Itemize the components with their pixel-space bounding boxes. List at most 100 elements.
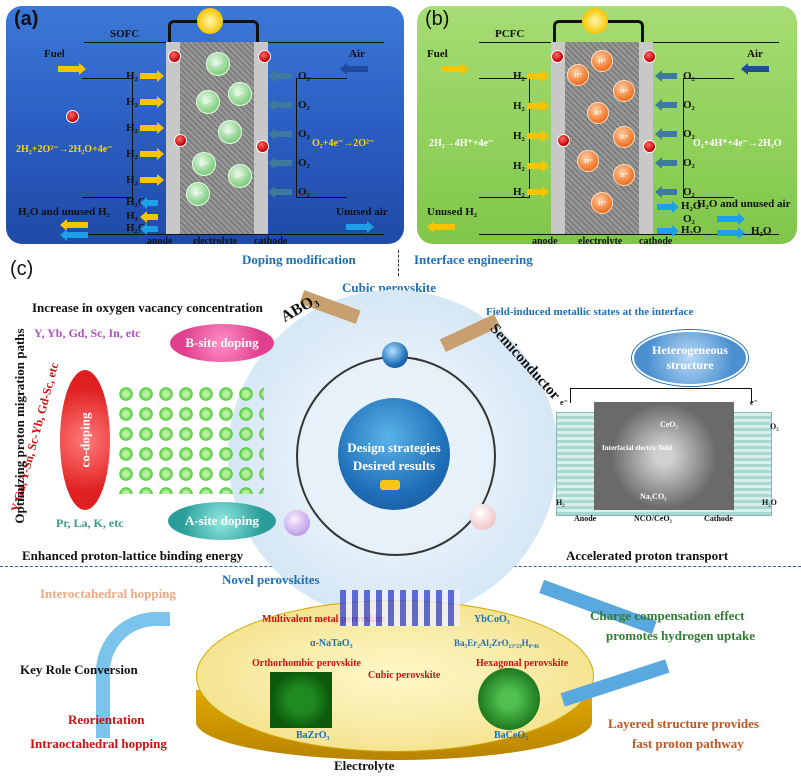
pcfc-proton: H⁺	[567, 64, 589, 86]
inset-anode-label: Anode	[574, 514, 597, 523]
pcfc-o2-label: O₂	[683, 70, 695, 82]
sofc-cathode-bracket	[296, 78, 347, 198]
sofc-o2-arrow	[268, 70, 292, 82]
panel-a-label: (a)	[14, 8, 39, 30]
panel-a-sofc: (a) SOFC Fuel Air H₂ H₂ H₂ H₂ H₂ H₂O H₂ …	[6, 6, 404, 244]
pcfc-o2-label: O₂	[683, 128, 695, 140]
sofc-h2-label: H₂	[126, 210, 138, 222]
b-site-elements: Y, Yb, Gd, Sc, In, etc	[34, 326, 141, 340]
pcfc-o2-label: O₂	[683, 213, 695, 225]
hexagonal-text: Hexagonal perovskite	[476, 658, 569, 669]
pcfc-proton: H⁺	[587, 102, 609, 124]
sofc-electron	[258, 50, 271, 63]
pcfc-electron	[643, 140, 656, 153]
sofc-oxygen-ion: O²⁻	[196, 90, 220, 114]
hexagonal-structure-image	[478, 668, 540, 730]
pcfc-h2-label: H₂	[513, 130, 525, 142]
sofc-anode-reaction: 2H₂+2O²⁻→2H₂O+4e⁻	[16, 144, 113, 155]
pcfc-h2-arrow	[527, 160, 549, 172]
sofc-h2-label: H₂	[126, 122, 138, 134]
ba5er-text: Ba₅Er₂Al₂ZrO₁₃.₂₃H₀.₄₆	[454, 638, 539, 648]
design-center-disc	[338, 398, 450, 510]
sofc-fuel-arrow	[58, 63, 86, 75]
pcfc-proton: H⁺	[613, 164, 635, 186]
sofc-h2-label: H₂	[126, 96, 138, 108]
pcfc-exhaust-right-2: H₂O	[751, 225, 772, 237]
charge-compensation-line-2: promotes hydrogen uptake	[606, 628, 756, 643]
sofc-o2-label: O₂	[298, 128, 310, 140]
quadrant-divider-top	[398, 250, 399, 276]
panel-c-label: (c)	[10, 258, 34, 280]
co-doping-badge: co-doping	[60, 370, 110, 510]
charge-compensation-arrow	[539, 579, 657, 635]
sofc-h2-label: H₂	[126, 148, 138, 160]
sofc-oxygen-ion: O²⁻	[192, 152, 216, 176]
pcfc-cathode-bracket	[683, 78, 734, 198]
field-induced-text: Field-induced metallic states at the int…	[486, 306, 694, 318]
natao3-text: α-NaTaO₃	[310, 638, 353, 649]
a-site-doping-sphere-icon	[284, 510, 310, 536]
cubic-perovskite-sphere-icon	[382, 342, 408, 368]
sofc-h2o-arrow	[140, 197, 158, 209]
inset-naco-label: Na₂CO₃	[640, 492, 667, 501]
pcfc-fuel-label: Fuel	[427, 48, 448, 60]
sofc-air-label: Air	[349, 48, 365, 60]
sofc-h2o-arrow	[140, 223, 158, 235]
pcfc-proton: H⁺	[613, 126, 635, 148]
intraoctahedral-hopping-text: Intraoctahedral hopping	[30, 736, 167, 751]
reorientation-text: Reorientation	[68, 712, 145, 727]
pcfc-air-label: Air	[747, 48, 763, 60]
sofc-o2-arrow	[268, 128, 292, 140]
layered-structure-line-2: fast proton pathway	[632, 736, 744, 751]
heterogeneous-structure-cloud: Heterogeneous structure	[632, 330, 748, 386]
key-icon	[380, 480, 400, 490]
sofc-load-lamp-icon	[197, 8, 223, 34]
baceo3-text: BaCeO₃	[494, 730, 529, 741]
b-site-doping-badge: B-site doping	[170, 324, 274, 362]
interfacial-sem-image	[594, 402, 734, 510]
sofc-title: SOFC	[110, 28, 140, 40]
pcfc-cathode-label: cathode	[639, 236, 673, 244]
sofc-cathode-layer	[254, 42, 268, 234]
co-doping-text: co-doping	[77, 412, 92, 468]
design-strategies-text: Design strategies	[347, 440, 441, 455]
optimizing-proton-paths-text: Optimizing proton migration paths	[12, 328, 27, 524]
sofc-exhaust-air-arrow	[346, 221, 374, 233]
layered-structure-line-1: Layered structure provides	[608, 716, 759, 731]
interface-engineering-title: Interface engineering	[414, 252, 533, 267]
inset-h2o-label: H₂O	[762, 498, 777, 507]
sofc-oxygen-ion: O²⁻	[206, 52, 230, 76]
sofc-oxygen-ion: O²⁻	[228, 82, 252, 106]
pcfc-fuel-arrow	[441, 63, 469, 75]
sofc-exhaust-left: H₂O and unused H₂	[18, 206, 110, 218]
pcfc-exhaust-air-arrow	[717, 213, 745, 225]
pcfc-title: PCFC	[495, 28, 525, 40]
inset-o2-label: O₂	[770, 422, 779, 431]
sofc-h2-arrow	[140, 148, 164, 160]
panel-b-label: (b)	[425, 8, 450, 30]
perovskite-lattice-image	[116, 384, 264, 494]
pcfc-o2-arrow	[655, 70, 677, 82]
ybcoo3-text: YbCoO₃	[474, 614, 510, 625]
accelerated-transport-text: Accelerated proton transport	[566, 548, 729, 563]
pcfc-electrolyte-label: electrolyte	[578, 236, 623, 244]
sofc-cathode-reaction: O₂+4e⁻→2O²⁻	[312, 138, 375, 149]
sofc-h2-return-arrow	[140, 211, 158, 223]
sofc-exhaust-h2o-arrow	[60, 229, 88, 241]
pcfc-proton: H⁺	[591, 192, 613, 214]
pcfc-load-lamp-icon	[582, 8, 608, 34]
inset-ceo2-label: CeO₂	[660, 420, 678, 429]
sofc-o2-arrow	[268, 157, 292, 169]
inset-cathode-label: Cathode	[704, 514, 733, 523]
sofc-h2-arrow	[140, 122, 164, 134]
pcfc-h2-arrow	[527, 130, 549, 142]
panel-b-pcfc: (b) PCFC Fuel Air H₂ H₂ H₂ H₂ H₂ O₂ O₂ O…	[417, 6, 797, 244]
sofc-o2-label: O₂	[298, 70, 310, 82]
sofc-h2-label: H₂	[126, 70, 138, 82]
pcfc-o2-label: O₂	[683, 186, 695, 198]
pcfc-h2-label: H₂	[513, 100, 525, 112]
pcfc-h2-label: H₂	[513, 186, 525, 198]
semiconductor-sphere-icon	[470, 504, 496, 530]
multivalent-perovskite-text: Multivalent metal perovskite	[262, 614, 386, 625]
heterogeneous-structure-text: Heterogeneous structure	[652, 343, 728, 372]
